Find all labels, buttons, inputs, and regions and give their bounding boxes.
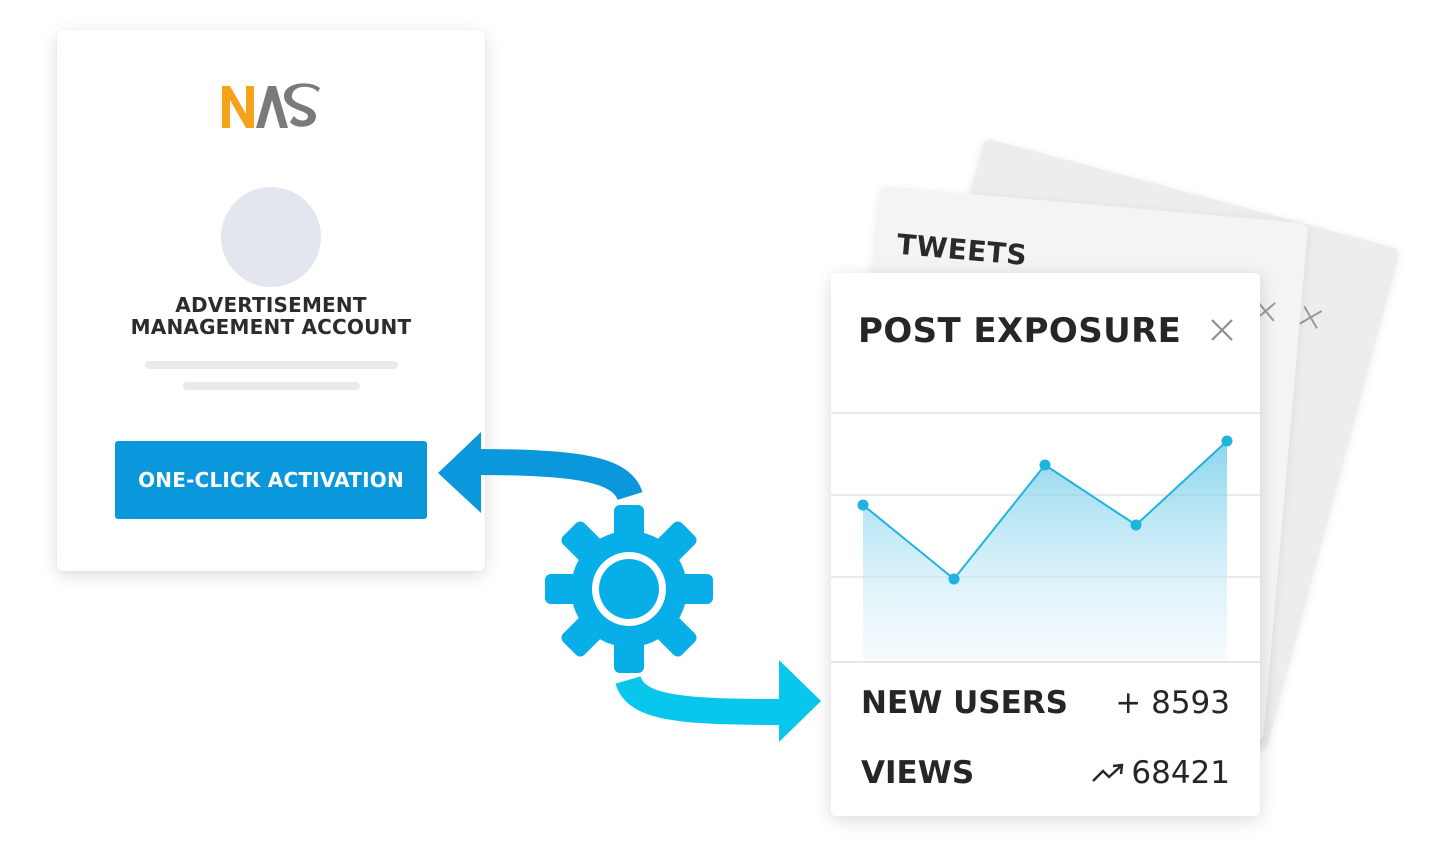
- views-label: VIEWS: [861, 755, 975, 791]
- arrow-to-exposure: [615, 675, 781, 725]
- account-title-line2: MANAGEMENT ACCOUNT: [130, 315, 412, 339]
- gear-icon: [545, 505, 713, 673]
- arrow-to-exposure-head: [779, 660, 821, 742]
- chart-point: [1221, 435, 1233, 447]
- chart-point: [948, 573, 960, 585]
- one-click-activation-button[interactable]: ONE-CLICK ACTIVATION: [115, 441, 427, 519]
- new-users-row: NEW USERS + 8593: [861, 681, 1230, 725]
- back-card: [850, 138, 1401, 752]
- views-value-group: 68421: [1091, 755, 1230, 791]
- stats-divider: [831, 661, 1260, 663]
- nas-logo: [222, 83, 320, 128]
- new-users-label: NEW USERS: [861, 685, 1068, 721]
- new-users-value: + 8593: [1115, 685, 1230, 721]
- post-exposure-card: POST EXPOSURE NEW USERS + 8593 VIEWS 684…: [831, 273, 1260, 816]
- trending-up-icon: [1092, 763, 1124, 782]
- account-title: ADVERTISEMENT MANAGEMENT ACCOUNT: [57, 294, 485, 338]
- arrow-to-activation: [477, 449, 643, 502]
- chart-area: [863, 441, 1227, 663]
- post-exposure-title: POST EXPOSURE: [858, 311, 1182, 351]
- post-exposure-chart: [831, 412, 1260, 663]
- close-icon[interactable]: [1209, 317, 1235, 343]
- chart-point: [1130, 519, 1142, 531]
- views-value: 68421: [1131, 755, 1230, 791]
- views-row: VIEWS 68421: [861, 751, 1230, 795]
- tweets-label: TWEETS: [895, 227, 1029, 273]
- close-icon: [1299, 305, 1323, 329]
- avatar: [221, 187, 321, 287]
- chart-point: [1039, 459, 1051, 471]
- placeholder-line: [183, 382, 360, 390]
- account-card: ADVERTISEMENT MANAGEMENT ACCOUNT ONE-CLI…: [57, 30, 485, 571]
- chart-point: [857, 499, 869, 511]
- account-title-line1: ADVERTISEMENT: [175, 293, 367, 317]
- placeholder-line: [145, 361, 398, 369]
